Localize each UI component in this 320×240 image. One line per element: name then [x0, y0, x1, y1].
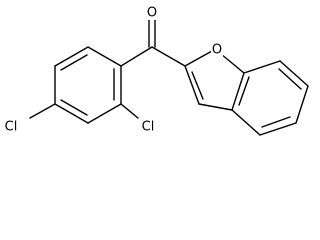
chlorine-bonds	[29, 103, 139, 119]
bond-ring1-f-inner	[60, 54, 88, 71]
bond-benz-a	[243, 60, 281, 74]
bond-benz-c	[295, 85, 309, 124]
atom-labels: O O Cl Cl	[1, 5, 223, 135]
benzofuran-ring	[184, 50, 309, 136]
bond-benz-d	[259, 122, 297, 136]
bond-ring1-f	[54, 46, 89, 67]
bond-benz-b-inner	[278, 68, 302, 90]
bond-furan-c3-c3a	[198, 103, 233, 111]
chemical-structure-diagram: O O Cl Cl	[1, 5, 309, 136]
bond-c-cl-ortho	[120, 103, 139, 119]
bond-furan-c2-c3-inner	[191, 71, 204, 100]
bond-ring1-a	[87, 46, 122, 67]
bond-fusion	[231, 72, 245, 111]
bond-ring1-c	[87, 103, 122, 124]
carbonyl-oxygen-label: O	[147, 6, 157, 21]
furan-oxygen-label: O	[212, 43, 222, 58]
bond-furan-c2-o	[184, 50, 213, 67]
chlorine-ortho-bg	[138, 119, 158, 134]
bond-benz-e	[231, 109, 261, 136]
furan-oxygen-bg	[211, 42, 223, 57]
bond-ring-to-carbonyl	[120, 46, 153, 67]
bond-carbonyl-to-furan	[151, 46, 186, 67]
bond-furan-c2-c3	[184, 65, 200, 105]
bond-ring1-d-inner	[60, 99, 88, 116]
bond-furan-o-c7a	[220, 53, 245, 74]
carbonyl-group	[120, 19, 186, 67]
bond-c-cl-para	[29, 103, 56, 119]
bond-benz-b	[279, 60, 309, 87]
chlorine-para-label: Cl	[5, 120, 18, 135]
chlorine-para-bg	[1, 119, 21, 134]
carbonyl-oxygen-bg	[146, 5, 158, 20]
bond-benz-fusion-inner	[238, 76, 250, 106]
chlorine-ortho-label: Cl	[142, 120, 155, 135]
bond-ring1-d	[54, 103, 89, 124]
bond-benz-d-inner	[261, 116, 291, 128]
dichlorophenyl-ring	[54, 46, 122, 124]
